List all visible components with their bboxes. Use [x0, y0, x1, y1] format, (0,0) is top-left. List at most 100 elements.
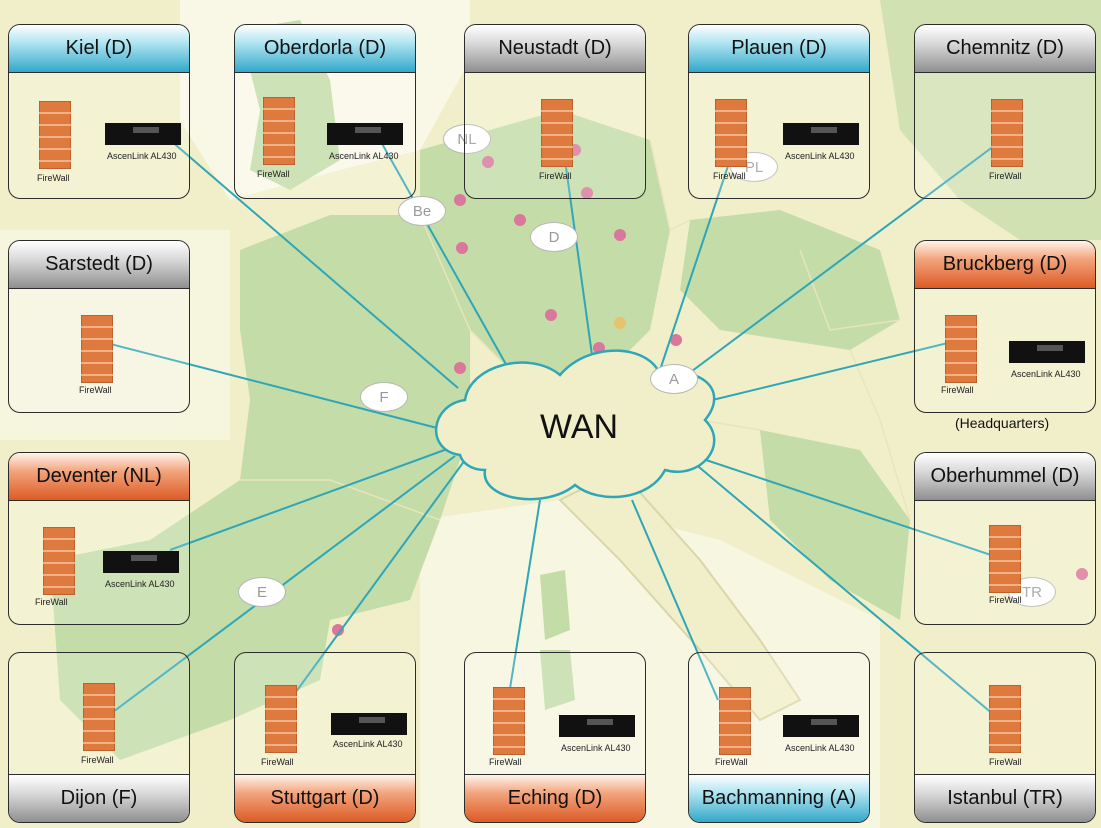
device-label: AscenLink AL430 — [561, 743, 631, 753]
firewall-icon — [43, 527, 75, 595]
firewall-icon — [263, 97, 295, 165]
ascenlink-device-icon — [105, 123, 181, 145]
site-title: Oberdorla (D) — [235, 25, 415, 73]
site-title: Kiel (D) — [9, 25, 189, 73]
region-sardinia-green — [540, 650, 575, 710]
firewall-icon — [265, 685, 297, 753]
site-title: Sarstedt (D) — [9, 241, 189, 289]
region-east — [680, 210, 900, 350]
site-istanbul[interactable]: FireWall Istanbul (TR) — [914, 652, 1096, 823]
firewall-icon — [989, 685, 1021, 753]
device-label: AscenLink AL430 — [785, 151, 855, 161]
device-label: AscenLink AL430 — [785, 743, 855, 753]
firewall-label: FireWall — [539, 171, 572, 181]
link-stuttgart — [289, 459, 466, 701]
site-oberdorla[interactable]: Oberdorla (D) FireWall AscenLink AL430 — [234, 24, 416, 199]
firewall-label: FireWall — [989, 757, 1022, 767]
link-oberhummel — [699, 457, 1001, 559]
firewall-label: FireWall — [79, 385, 112, 395]
firewall-icon — [493, 687, 525, 755]
site-title: Neustadt (D) — [465, 25, 645, 73]
wan-label: WAN — [540, 408, 619, 446]
site-title: Dijon (F) — [9, 774, 189, 822]
firewall-label: FireWall — [81, 755, 114, 765]
firewall-icon — [719, 687, 751, 755]
firewall-label: FireWall — [35, 597, 68, 607]
site-title: Stuttgart (D) — [235, 774, 415, 822]
firewall-label: FireWall — [257, 169, 290, 179]
link-chemnitz — [679, 139, 1003, 381]
wan-cloud — [434, 349, 716, 501]
link-bachmanning — [631, 499, 719, 701]
country-label-e: E — [238, 577, 286, 607]
site-title: Bachmanning (A) — [689, 774, 869, 822]
firewall-icon — [715, 99, 747, 167]
ascenlink-device-icon — [331, 713, 407, 735]
site-neustadt[interactable]: Neustadt (D) FireWall — [464, 24, 646, 199]
site-oberhummel[interactable]: Oberhummel (D) FireWall — [914, 452, 1096, 625]
sea-area-mediterranean — [420, 500, 880, 828]
link-eching — [504, 499, 541, 721]
link-sarstedt — [94, 339, 446, 431]
country-label-be: Be — [398, 196, 446, 226]
firewall-label: FireWall — [713, 171, 746, 181]
site-bachmanning[interactable]: FireWall AscenLink AL430 Bachmanning (A) — [688, 652, 870, 823]
site-title: Istanbul (TR) — [915, 774, 1095, 822]
ascenlink-device-icon — [783, 123, 859, 145]
firewall-label: FireWall — [489, 757, 522, 767]
site-title: Plauen (D) — [689, 25, 869, 73]
country-label-nl: NL — [443, 124, 491, 154]
site-title: Deventer (NL) — [9, 453, 189, 501]
site-eching[interactable]: FireWall AscenLink AL430 Eching (D) — [464, 652, 646, 823]
region-italy — [558, 468, 802, 722]
link-deventer — [169, 447, 451, 551]
firewall-label: FireWall — [261, 757, 294, 767]
country-label-pl: PL — [730, 152, 778, 182]
site-stuttgart[interactable]: FireWall AscenLink AL430 Stuttgart (D) — [234, 652, 416, 823]
ascenlink-device-icon — [103, 551, 179, 573]
link-bruckberg — [699, 341, 953, 404]
ascenlink-device-icon — [783, 715, 859, 737]
site-bruckberg[interactable]: Bruckberg (D) FireWall AscenLink AL430 — [914, 240, 1096, 413]
firewall-label: FireWall — [715, 757, 748, 767]
link-istanbul — [692, 461, 1001, 721]
firewall-icon — [991, 99, 1023, 167]
ascenlink-device-icon — [1009, 341, 1085, 363]
site-plauen[interactable]: Plauen (D) FireWall AscenLink AL430 — [688, 24, 870, 199]
link-oberdorla — [379, 139, 513, 376]
site-dijon[interactable]: FireWall Dijon (F) — [8, 652, 190, 823]
country-label-a: A — [650, 364, 698, 394]
city-markers — [332, 144, 1088, 636]
device-label: AscenLink AL430 — [329, 151, 399, 161]
ascenlink-device-icon — [327, 123, 403, 145]
site-sarstedt[interactable]: Sarstedt (D) FireWall — [8, 240, 190, 413]
headquarters-note: (Headquarters) — [955, 415, 1050, 431]
firewall-icon — [39, 101, 71, 169]
site-title: Bruckberg (D) — [915, 241, 1095, 289]
site-title: Oberhummel (D) — [915, 453, 1095, 501]
link-kiel — [169, 139, 459, 389]
firewall-label: FireWall — [37, 173, 70, 183]
firewall-icon — [989, 525, 1021, 593]
country-label-f: F — [360, 382, 408, 412]
device-label: AscenLink AL430 — [333, 739, 403, 749]
firewall-icon — [81, 315, 113, 383]
device-label: AscenLink AL430 — [105, 579, 175, 589]
region-sardinia — [540, 570, 570, 640]
region-france-spain — [50, 215, 470, 760]
firewall-label: FireWall — [989, 595, 1022, 605]
country-label-d: D — [530, 222, 578, 252]
device-label: AscenLink AL430 — [107, 151, 177, 161]
site-deventer[interactable]: Deventer (NL) FireWall AscenLink AL430 — [8, 452, 190, 625]
firewall-icon — [83, 683, 115, 751]
firewall-label: FireWall — [989, 171, 1022, 181]
site-title: Chemnitz (D) — [915, 25, 1095, 73]
region-southeast — [760, 430, 910, 620]
device-label: AscenLink AL430 — [1011, 369, 1081, 379]
site-kiel[interactable]: Kiel (D) FireWall AscenLink AL430 — [8, 24, 190, 199]
site-chemnitz[interactable]: Chemnitz (D) FireWall — [914, 24, 1096, 199]
ascenlink-device-icon — [559, 715, 635, 737]
firewall-label: FireWall — [941, 385, 974, 395]
firewall-icon — [541, 99, 573, 167]
firewall-icon — [945, 315, 977, 383]
